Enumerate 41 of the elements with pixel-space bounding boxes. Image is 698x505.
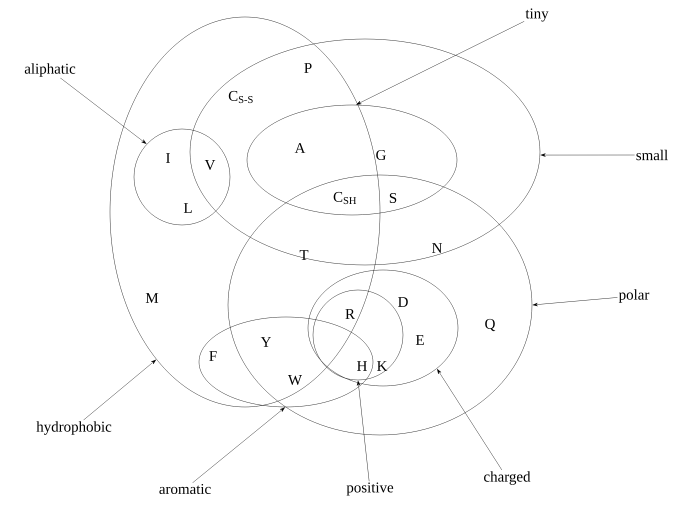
set-name: positive	[346, 482, 394, 496]
amino-acid-letter: C$_{SH}$	[334, 192, 356, 204]
amino-acid-letter: I	[166, 153, 170, 163]
set-name: aliphatic	[24, 63, 76, 77]
amino-acid-letter: C$_{S-S}$	[228, 90, 253, 104]
amino-acid-letter: M	[146, 293, 158, 303]
arrow	[540, 153, 635, 157]
amino-acid-letter: W	[288, 375, 302, 385]
set-name: charged	[484, 471, 530, 485]
amino-acid-letter: D	[398, 297, 408, 307]
amino-acid-letter: H	[357, 361, 367, 371]
amino-acid-letter: S	[390, 192, 396, 203]
amino-acid-letter: L	[184, 203, 192, 213]
amino-acid-letter: E	[416, 335, 424, 345]
set-name: polar	[618, 289, 650, 303]
set-name: small	[636, 150, 668, 160]
set-name: hydrophobic	[36, 421, 112, 435]
amino-acid-letter: Y	[260, 337, 272, 347]
set-name: aromatic	[159, 484, 211, 494]
amino-acid-letter: G	[376, 150, 386, 160]
amino-acid-letter: V	[204, 160, 216, 170]
amino-acid-letter: R	[345, 309, 355, 319]
amino-acid-letter: A	[294, 143, 306, 153]
set-name: tiny	[526, 8, 549, 22]
amino-acid-letter: P	[304, 63, 312, 73]
amino-acid-letter: T	[300, 250, 308, 260]
arrow	[356, 21, 524, 105]
set-ellipse	[246, 104, 458, 216]
amino-acid-letter: K	[377, 361, 388, 371]
arrow	[83, 360, 156, 420]
amino-acid-letter: F	[209, 351, 217, 361]
amino-acid-letter: N	[432, 243, 442, 253]
arrow	[437, 368, 502, 470]
set-circle	[134, 128, 230, 226]
set-ellipse	[228, 174, 532, 436]
arrow	[356, 380, 370, 482]
arrow	[532, 297, 618, 306]
arrow	[60, 78, 146, 144]
amino-acid-letter: Q	[485, 318, 496, 332]
set-ellipse	[308, 270, 458, 386]
arrow	[192, 407, 285, 483]
